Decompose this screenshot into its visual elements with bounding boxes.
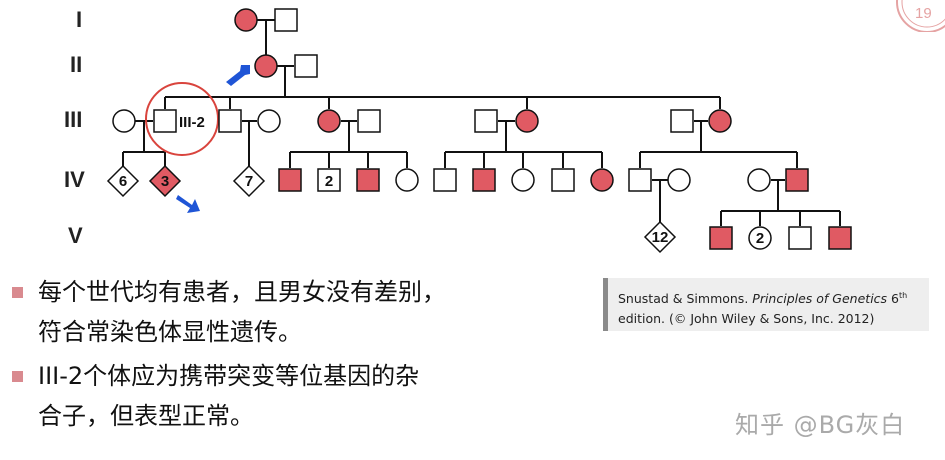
corner-stamp-icon: 19: [896, 0, 945, 32]
iv-affected-male: [472, 168, 496, 192]
iv-unknown-sex-group-7: [232, 164, 266, 198]
generation-label-v: V: [68, 223, 83, 248]
iv-unaffected-male: [628, 168, 652, 192]
iv-affected-male: [356, 168, 380, 192]
iv-spouse-female: [747, 168, 771, 192]
citation-sup: th: [899, 291, 908, 300]
citation-prefix: Snustad & Simmons.: [618, 291, 753, 307]
iv-unaffected-males-group-2: [317, 168, 341, 192]
i-1-affected-female: [234, 8, 258, 32]
explanation-bullets: 每个世代均有患者，且男女没有差别， 符合常染色体显性遗传。 III-2个体应为携…: [12, 272, 572, 440]
corner-stamp-text: 19: [915, 5, 932, 22]
iv-unaffected-female: [395, 168, 419, 192]
iii-2-unaffected-male: [153, 109, 177, 133]
arrow-icon-ii: [226, 65, 250, 86]
iii-1-spouse-female: [112, 109, 136, 133]
iii-10-affected-female: [708, 109, 732, 133]
generation-label-i: I: [76, 7, 82, 32]
iii-5-affected-female: [317, 109, 341, 133]
iii-6-spouse-male: [357, 109, 381, 133]
iii-3-unaffected-male: [218, 109, 242, 133]
iii-7-spouse-male: [474, 109, 498, 133]
iv-unaffected-male: [551, 168, 575, 192]
i-2-unaffected-male: [274, 8, 298, 32]
iv-spouse-female: [667, 168, 691, 192]
v-unknown-sex-group-12: [643, 220, 677, 254]
v-affected-male: [709, 226, 733, 250]
iv-7-label: 7: [245, 173, 253, 190]
v-12-label: 12: [652, 229, 669, 246]
bullet-line: III-2个体应为携带突变等位基因的杂: [38, 362, 420, 390]
citation-title: Principles of Genetics: [752, 291, 888, 307]
iv-affected-female: [590, 168, 614, 192]
citation-line-2: edition. (© John Wiley & Sons, Inc. 2012…: [618, 311, 875, 327]
watermark: 知乎 @BG灰白: [735, 411, 906, 439]
iv-affected-male: [278, 168, 302, 192]
bullet-item: 每个世代均有患者，且男女没有差别， 符合常染色体显性遗传。: [12, 272, 572, 352]
v-unaffected-females-group-2: [748, 226, 772, 250]
generation-label-ii: II: [70, 52, 82, 77]
v-affected-male: [828, 226, 852, 250]
citation-box: Snustad & Simmons. Principles of Genetic…: [603, 278, 929, 331]
citation-line-1: Snustad & Simmons. Principles of Genetic…: [618, 286, 921, 309]
citation-edition: 6: [887, 291, 899, 307]
ii-2-unaffected-male: [294, 54, 318, 78]
iv-affected-sex-group-3: [148, 164, 182, 198]
iv-3-label: 3: [161, 173, 169, 190]
bullet-item: III-2个体应为携带突变等位基因的杂 合子，但表型正常。: [12, 356, 572, 436]
pedigree-chart: I II III IV V: [64, 7, 852, 254]
iii-8-affected-female: [515, 109, 539, 133]
iii-9-spouse-male: [670, 109, 694, 133]
iii-4-spouse-female: [257, 109, 281, 133]
iv-unknown-sex-group-6: [106, 164, 140, 198]
pedigree-lines: [122, 19, 841, 226]
v-unaffected-male: [788, 226, 812, 250]
iv-affected-male: [785, 168, 809, 192]
iv-unaffected-female: [511, 168, 535, 192]
iv-unaffected-male: [433, 168, 457, 192]
arrow-icon-iv: [176, 195, 200, 213]
bullet-line: 合子，但表型正常。: [38, 402, 254, 430]
highlight-circle-iii-2: [145, 82, 219, 156]
iv-6-label: 6: [119, 173, 127, 190]
bullet-line: 每个世代均有患者，且男女没有差别，: [38, 278, 446, 306]
iii-2-label: III-2: [179, 114, 205, 131]
bullet-line: 符合常染色体显性遗传。: [38, 318, 302, 346]
ii-1-affected-female: [254, 54, 278, 78]
generation-label-iv: IV: [64, 167, 85, 192]
generation-label-iii: III: [64, 107, 82, 132]
v-2-label: 2: [756, 230, 764, 247]
iv-2-label: 2: [325, 173, 333, 190]
